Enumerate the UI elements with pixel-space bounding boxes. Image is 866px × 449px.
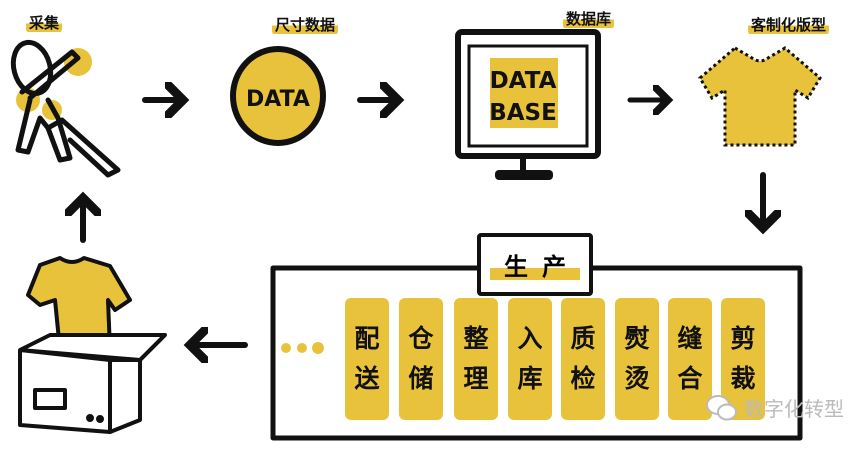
stage-label-collect: 采集 (26, 12, 63, 33)
stage-label-database: 数据库 (563, 8, 615, 29)
delivery-box-icon (18, 256, 167, 434)
step-delivery: 配送 (345, 298, 389, 420)
step-sorting: 整理 (454, 298, 498, 420)
step-char: 储 (408, 364, 434, 393)
step-char: 剪 (730, 324, 756, 353)
step-stock-in: 入库 (508, 298, 552, 420)
data-circle-icon (230, 46, 326, 146)
production-title-box: 生产 (477, 233, 593, 296)
ellipsis-dot (297, 343, 307, 353)
watermark: 数字化转型 (706, 393, 844, 422)
step-warehousing: 仓储 (399, 298, 443, 420)
step-char: 入 (517, 324, 543, 353)
step-char: 理 (463, 364, 489, 393)
step-cutting: 剪裁 (721, 298, 765, 420)
step-char: 仓 (408, 324, 434, 353)
monitor-text-line2: BASE (489, 100, 557, 126)
data-circle-text: DATA (246, 87, 310, 112)
step-sewing: 缝合 (668, 298, 712, 420)
step-char: 检 (570, 364, 596, 393)
step-ironing: 熨烫 (615, 298, 659, 420)
production-frame (270, 265, 803, 441)
ellipsis-dot (312, 342, 324, 354)
step-char: 合 (677, 364, 703, 393)
ellipsis-dot (281, 343, 291, 353)
production-title: 生产 (490, 247, 580, 282)
step-char: 配 (354, 324, 380, 353)
monitor-icon: DATA BASE (455, 29, 601, 180)
step-char: 烫 (624, 364, 650, 393)
step-char: 缝 (677, 324, 703, 353)
step-char: 送 (354, 364, 380, 393)
dabbing-person-icon (10, 39, 121, 178)
stage-label-size-data: 尺寸数据 (272, 14, 339, 35)
step-quality-check: 质检 (561, 298, 605, 420)
step-char: 熨 (624, 324, 650, 353)
stage-label-custom-pattern: 客制化版型 (748, 14, 830, 35)
watermark-text: 数字化转型 (744, 397, 844, 421)
wechat-icon (706, 394, 737, 420)
tshirt-pattern-icon (698, 46, 822, 147)
step-char: 整 (463, 324, 489, 353)
step-char: 质 (570, 324, 596, 353)
monitor-text-line1: DATA (490, 68, 557, 94)
step-char: 库 (517, 364, 543, 393)
step-char: 裁 (730, 364, 756, 393)
